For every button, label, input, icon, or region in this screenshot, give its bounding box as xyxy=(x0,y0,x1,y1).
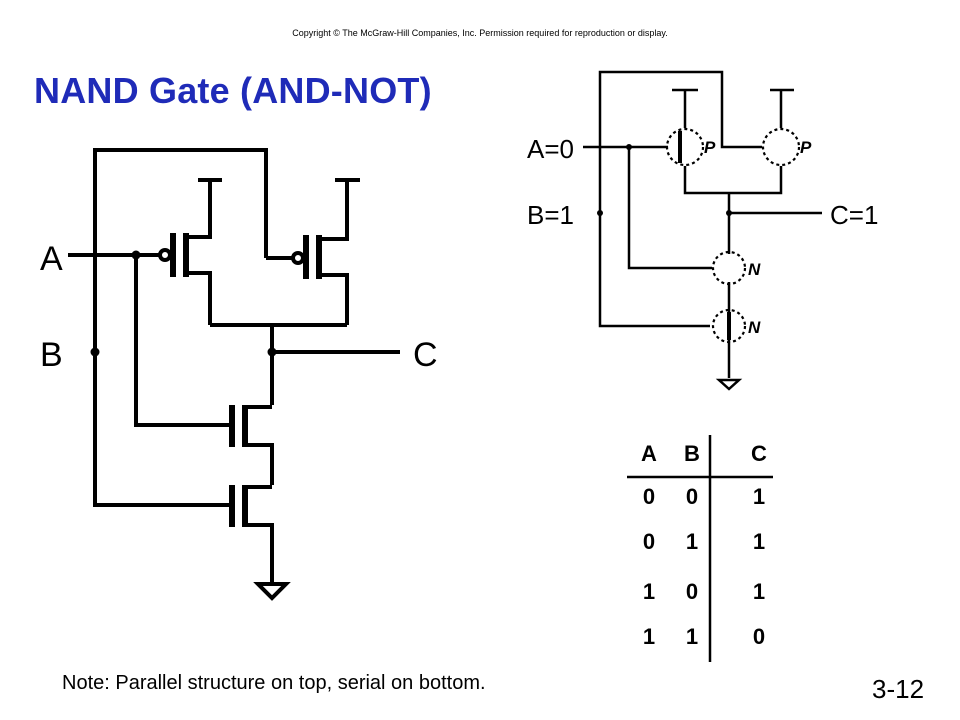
pmos2-bubble xyxy=(291,251,305,265)
nmos1-drain-source xyxy=(245,405,274,485)
right-label-a: A=0 xyxy=(527,134,574,164)
right-nmos1-circle xyxy=(711,250,747,286)
left-label-b: B xyxy=(40,336,63,374)
slide-title: NAND Gate (AND-NOT) xyxy=(34,70,432,111)
right-pmos-wiring xyxy=(672,88,794,254)
left-a-junction xyxy=(131,250,141,260)
slide-note: Note: Parallel structure on top, serial … xyxy=(62,672,486,694)
right-ground-icon xyxy=(715,378,743,391)
pmos1-drain-source xyxy=(186,178,222,325)
right-nmos2-label: N xyxy=(748,318,761,337)
tt-cell-r1-c: 1 xyxy=(753,529,765,554)
left-c-junction xyxy=(267,347,277,357)
left-b-wire xyxy=(93,148,268,352)
left-ground-icon xyxy=(253,582,291,601)
tt-cell-r0-a: 0 xyxy=(643,484,655,509)
right-circuit: A=0 B=1 C=1 P P N N xyxy=(527,70,878,391)
tt-cell-r3-c: 0 xyxy=(753,624,765,649)
left-b-to-nmos2 xyxy=(93,352,230,507)
tt-cell-r0-b: 0 xyxy=(686,484,698,509)
right-a-wire xyxy=(583,145,712,270)
right-pmos2-circle xyxy=(761,127,801,167)
slide-number: 3-12 xyxy=(872,674,925,704)
tt-cell-r3-b: 1 xyxy=(686,624,698,649)
nmos2-drain-source xyxy=(245,485,274,582)
right-label-b: B=1 xyxy=(527,200,574,230)
right-c-junction xyxy=(726,210,732,216)
tt-cell-r2-b: 0 xyxy=(686,579,698,604)
truth-table: A B C 0 0 1 0 1 1 1 0 1 1 1 0 xyxy=(627,435,773,662)
right-nmos2-circle xyxy=(711,308,747,344)
tt-cell-r2-a: 1 xyxy=(643,579,655,604)
pmos1-bubble xyxy=(158,248,172,262)
tt-header-a: A xyxy=(641,441,657,466)
left-drain-node xyxy=(210,323,347,405)
right-label-c: C=1 xyxy=(830,200,878,230)
pmos2-drain-source xyxy=(319,178,360,325)
tt-header-c: C xyxy=(751,441,767,466)
right-pmos1-circle xyxy=(665,127,705,167)
right-b-junction xyxy=(597,210,603,216)
tt-cell-r1-a: 0 xyxy=(643,529,655,554)
right-pmos1-label: P xyxy=(704,138,716,157)
left-label-c: C xyxy=(413,336,438,374)
right-pmos2-label: P xyxy=(800,138,812,157)
tt-cell-r3-a: 1 xyxy=(643,624,655,649)
left-b-junction xyxy=(90,347,100,357)
right-a-junction xyxy=(626,144,632,150)
right-nmos1-label: N xyxy=(748,260,761,279)
tt-header-b: B xyxy=(684,441,700,466)
right-b-wire xyxy=(598,70,724,328)
tt-cell-r2-c: 1 xyxy=(753,579,765,604)
left-circuit: A B C xyxy=(40,148,438,601)
left-label-a: A xyxy=(40,240,63,278)
tt-cell-r1-b: 1 xyxy=(686,529,698,554)
tt-cell-r0-c: 1 xyxy=(753,484,765,509)
left-a-to-nmos1 xyxy=(134,255,230,427)
copyright-notice: Copyright © The McGraw-Hill Companies, I… xyxy=(292,28,668,38)
